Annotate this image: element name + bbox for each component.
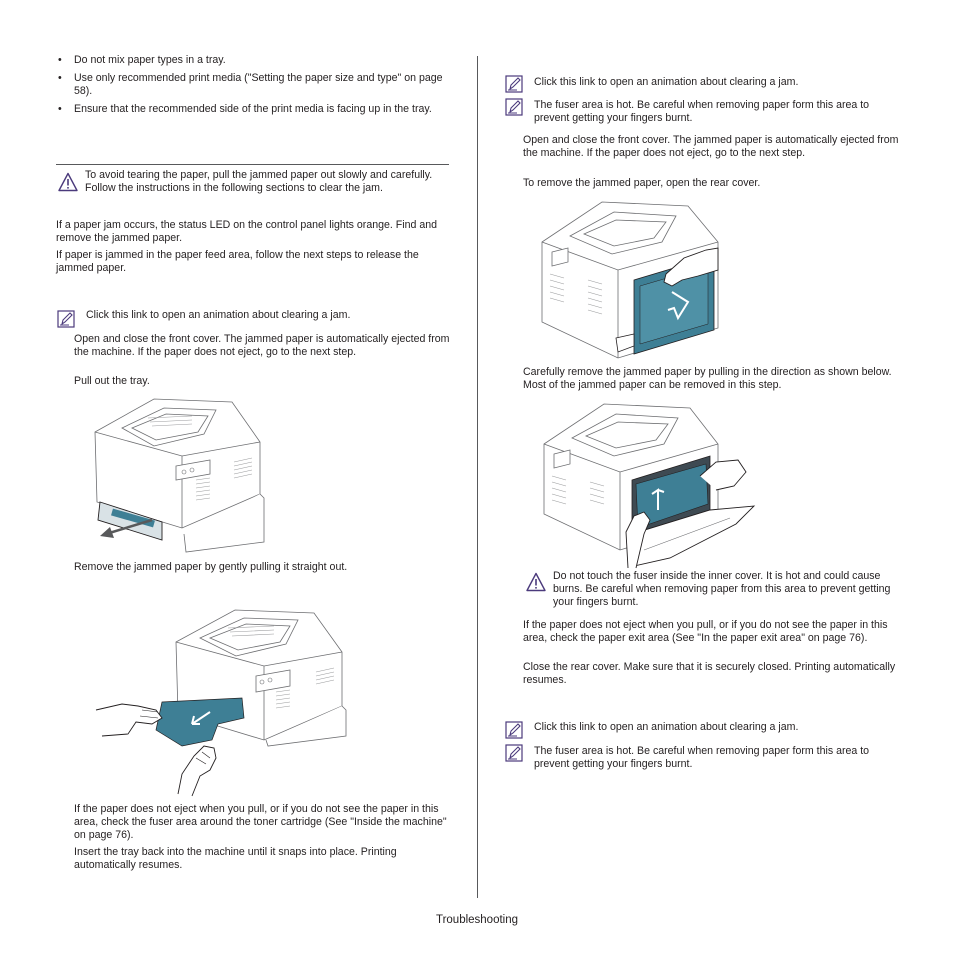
- open-rear-cover-illustration: [541, 201, 719, 359]
- caution-fuser-text: Do not touch the fuser inside the inner …: [553, 570, 891, 608]
- close-rear-cover-step: Close the rear cover. Make sure that it …: [523, 661, 896, 686]
- tips-list: •Do not mix paper types in a tray. •Use …: [56, 54, 456, 121]
- front-cover-step: Open and close the front cover. The jamm…: [74, 333, 450, 358]
- fuser-hot-note: The fuser area is hot. Be careful when r…: [534, 99, 870, 124]
- caution-tear-text: To avoid tearing the paper, pull the jam…: [85, 169, 433, 194]
- paper-feed-text: If paper is jammed in the paper feed are…: [56, 249, 419, 274]
- animation-link[interactable]: Click this link to open an animation abo…: [534, 721, 799, 733]
- remove-paper-step: Remove the jammed paper by gently pullin…: [74, 561, 348, 573]
- printer-tray-out-illustration: [94, 398, 265, 553]
- section-divider: [56, 164, 449, 165]
- remove-jammed-paper-illustration: [95, 609, 347, 797]
- rear-cover-step: To remove the jammed paper, open the rea…: [523, 177, 761, 189]
- animation-link[interactable]: Click this link to open an animation abo…: [534, 76, 799, 88]
- list-item: •Do not mix paper types in a tray.: [58, 54, 226, 66]
- note-pencil-icon: [57, 310, 75, 328]
- warning-triangle-icon: [58, 172, 78, 192]
- note-pencil-icon: [505, 744, 523, 762]
- pull-tray-step: Pull out the tray.: [74, 375, 150, 387]
- column-divider: [477, 56, 478, 898]
- front-cover-step: Open and close the front cover. The jamm…: [523, 134, 899, 159]
- fuser-hot-note: The fuser area is hot. Be careful when r…: [534, 745, 870, 770]
- note-pencil-icon: [505, 721, 523, 739]
- animation-link[interactable]: Click this link to open an animation abo…: [86, 309, 351, 321]
- note-pencil-icon: [505, 98, 523, 116]
- insert-tray-step: Insert the tray back into the machine un…: [74, 846, 397, 871]
- paper-jam-led-text: If a paper jam occurs, the status LED on…: [56, 219, 438, 244]
- page-footer: Troubleshooting: [435, 914, 519, 926]
- list-item: •Use only recommended print media ("Sett…: [58, 72, 443, 97]
- pull-paper-rear-illustration: [543, 403, 756, 569]
- not-eject-fuser-step: If the paper does not eject when you pul…: [74, 803, 447, 841]
- not-eject-exit-step: If the paper does not eject when you pul…: [523, 619, 888, 644]
- warning-triangle-icon: [526, 572, 546, 592]
- carefully-remove-step: Carefully remove the jammed paper by pul…: [523, 366, 892, 391]
- note-pencil-icon: [505, 75, 523, 93]
- list-item: •Ensure that the recommended side of the…: [58, 103, 432, 115]
